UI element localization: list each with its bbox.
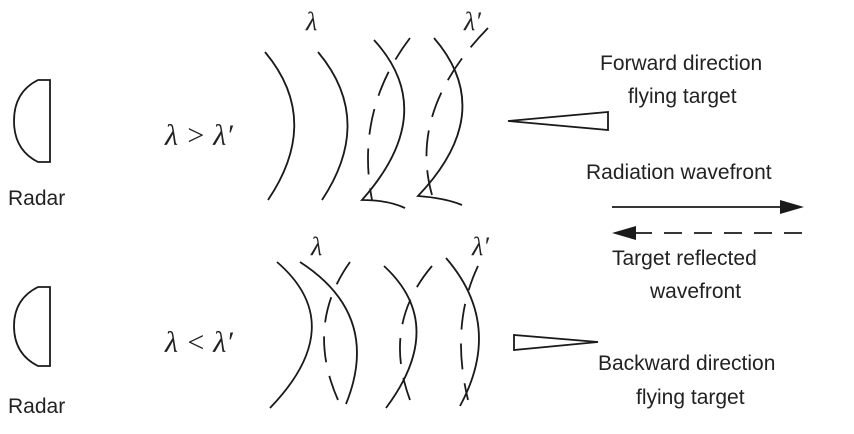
top-radar-label: Radar	[8, 187, 65, 210]
top-wavelength-relation: λ > λ′	[164, 119, 233, 152]
top-flying-target-icon	[507, 111, 609, 131]
top-target-label-line1: Forward direction	[600, 52, 762, 75]
bottom-target-label-line2: flying target	[636, 386, 745, 409]
bottom-lambda-left: λ	[310, 232, 322, 261]
top-radiation-wavefront-3	[360, 39, 406, 209]
bottom-reflected-wavefront-1	[323, 261, 351, 401]
bottom-flying-target-icon	[513, 334, 599, 351]
top-reflected-wavefront-2	[425, 27, 489, 196]
bottom-reflected-wavefront-2	[399, 265, 433, 401]
bottom-radiation-wavefront-3	[383, 265, 418, 409]
bottom-reflected-wavefront-3	[460, 265, 479, 401]
bottom-target-label-line1: Backward direction	[598, 352, 775, 375]
legend-reflected-label-line2: wavefront	[649, 280, 741, 303]
top-radiation-wavefront-4	[416, 37, 464, 206]
bottom-wavelength-relation: λ < λ′	[164, 326, 233, 359]
top-scene: Radar λ > λ′ λ λ′ Forward direction flyi…	[8, 7, 762, 210]
legend-radiation-arrowhead	[780, 200, 804, 214]
top-radar-icon	[13, 79, 51, 163]
bottom-lambda-right: λ′	[471, 232, 489, 261]
legend-reflected-label-line1: Target reflected	[612, 247, 757, 270]
top-radiation-wavefront-1	[264, 51, 296, 201]
bottom-radar-label: Radar	[8, 395, 65, 418]
bottom-radiation-wavefront-1	[269, 261, 313, 409]
top-reflected-wavefront-1	[367, 37, 411, 201]
legend-reflected-arrowhead	[612, 226, 636, 240]
top-lambda-left: λ	[305, 7, 317, 36]
bottom-scene: Radar λ < λ′ λ λ′ Backward direction fly…	[8, 232, 775, 418]
top-radiation-wavefront-2	[317, 51, 349, 201]
bottom-radar-icon	[13, 286, 51, 367]
bottom-radiation-wavefront-4	[445, 257, 480, 407]
top-target-label-line2: flying target	[628, 85, 737, 108]
legend-radiation-label: Radiation wavefront	[586, 161, 772, 184]
top-lambda-right: λ′	[463, 7, 481, 36]
bottom-radiation-wavefront-2	[299, 261, 358, 405]
legend: Radiation wavefront Target reflected wav…	[586, 161, 804, 303]
